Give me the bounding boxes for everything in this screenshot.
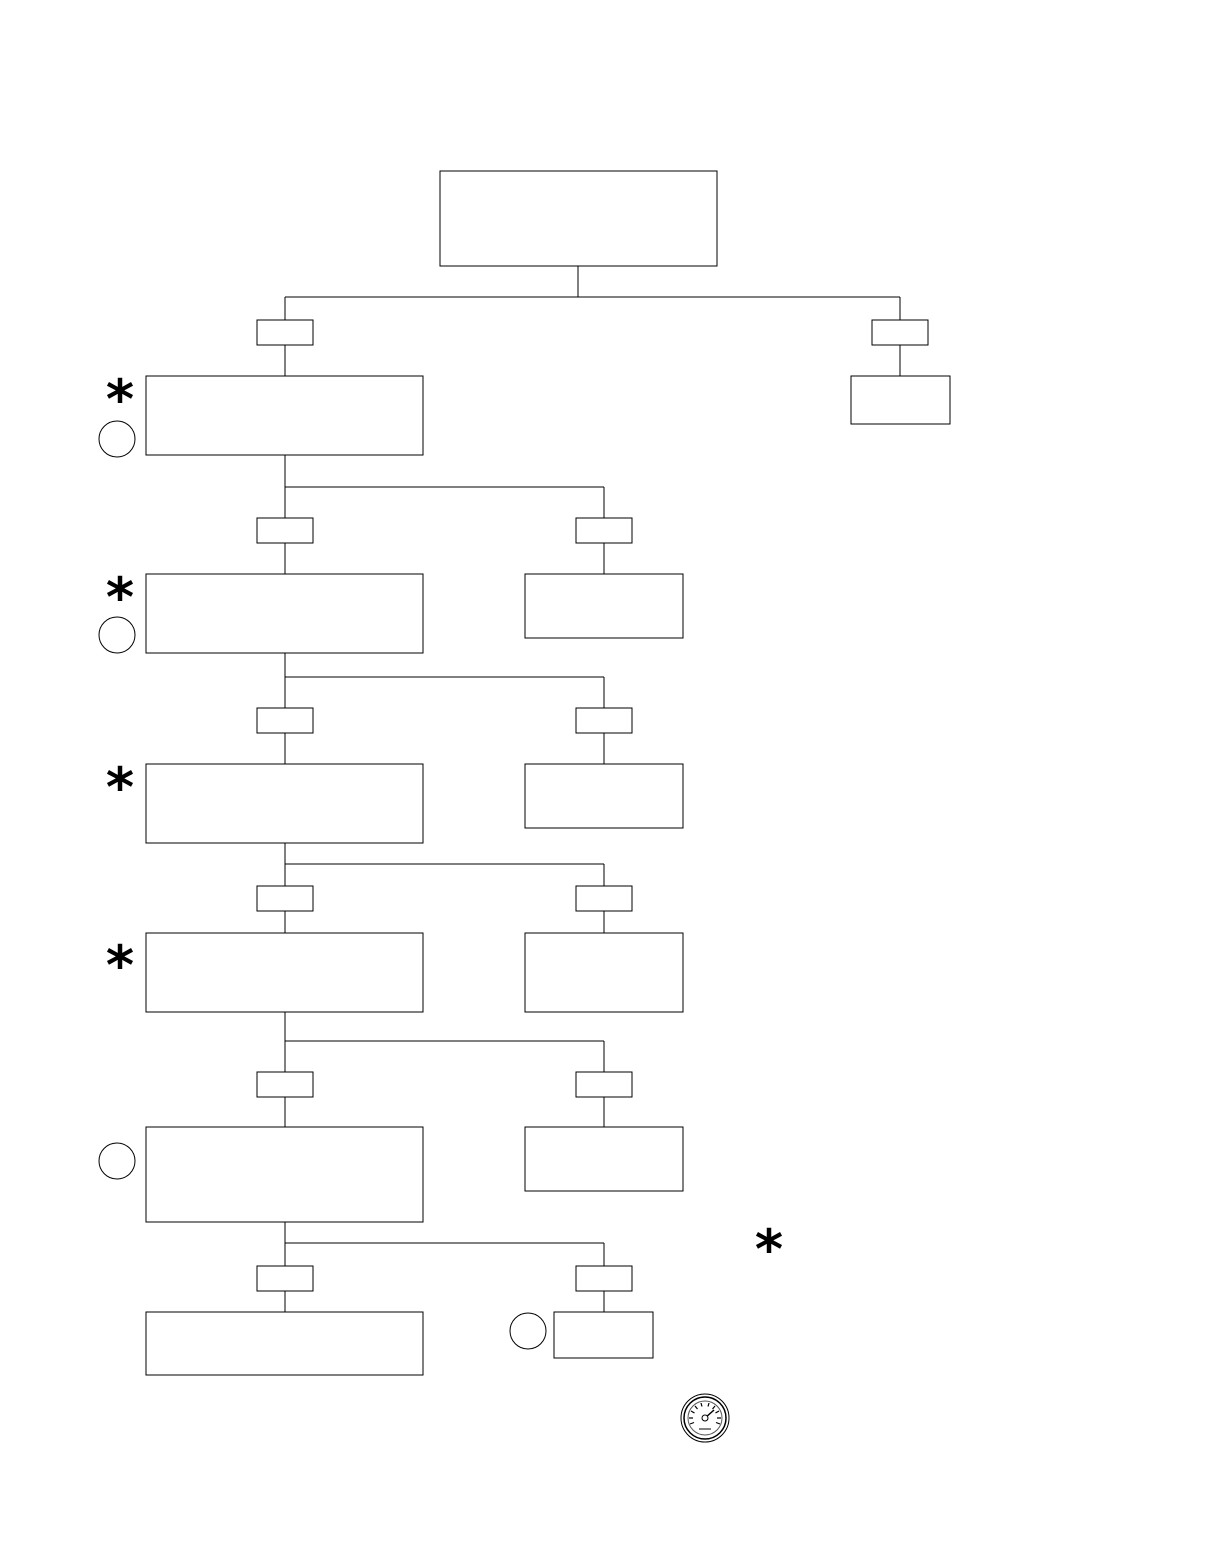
branch-label-box <box>575 885 633 912</box>
root-box <box>439 170 718 267</box>
left-node-2 <box>145 573 424 654</box>
left-node-1 <box>145 375 424 456</box>
right-node-1 <box>850 375 951 425</box>
circle-marker <box>98 1142 136 1180</box>
branch-label-box <box>256 885 314 912</box>
right-node-3 <box>524 763 684 829</box>
right-node-2 <box>524 573 684 639</box>
branch-label-box <box>575 707 633 734</box>
branch-label-box <box>256 517 314 544</box>
branch-label-box <box>575 1071 633 1098</box>
circle-marker <box>509 1312 547 1350</box>
speedometer-icon <box>680 1393 730 1443</box>
right-node-6 <box>553 1311 654 1359</box>
branch-label-box <box>256 707 314 734</box>
branch-label-box <box>871 319 929 346</box>
asterisk-marker: * <box>755 1218 783 1281</box>
asterisk-marker: * <box>106 934 134 997</box>
asterisk-marker: * <box>106 756 134 819</box>
right-node-4 <box>524 932 684 1013</box>
right-node-5 <box>524 1126 684 1192</box>
circle-marker <box>98 420 136 458</box>
circle-marker <box>98 616 136 654</box>
branch-label-box <box>256 1071 314 1098</box>
branch-label-box <box>575 1265 633 1292</box>
left-node-5 <box>145 1126 424 1223</box>
left-node-3 <box>145 763 424 844</box>
branch-label-box <box>256 1265 314 1292</box>
left-node-6 <box>145 1311 424 1376</box>
branch-label-box <box>256 319 314 346</box>
branch-label-box <box>575 517 633 544</box>
left-node-4 <box>145 932 424 1013</box>
asterisk-marker: * <box>106 368 134 431</box>
